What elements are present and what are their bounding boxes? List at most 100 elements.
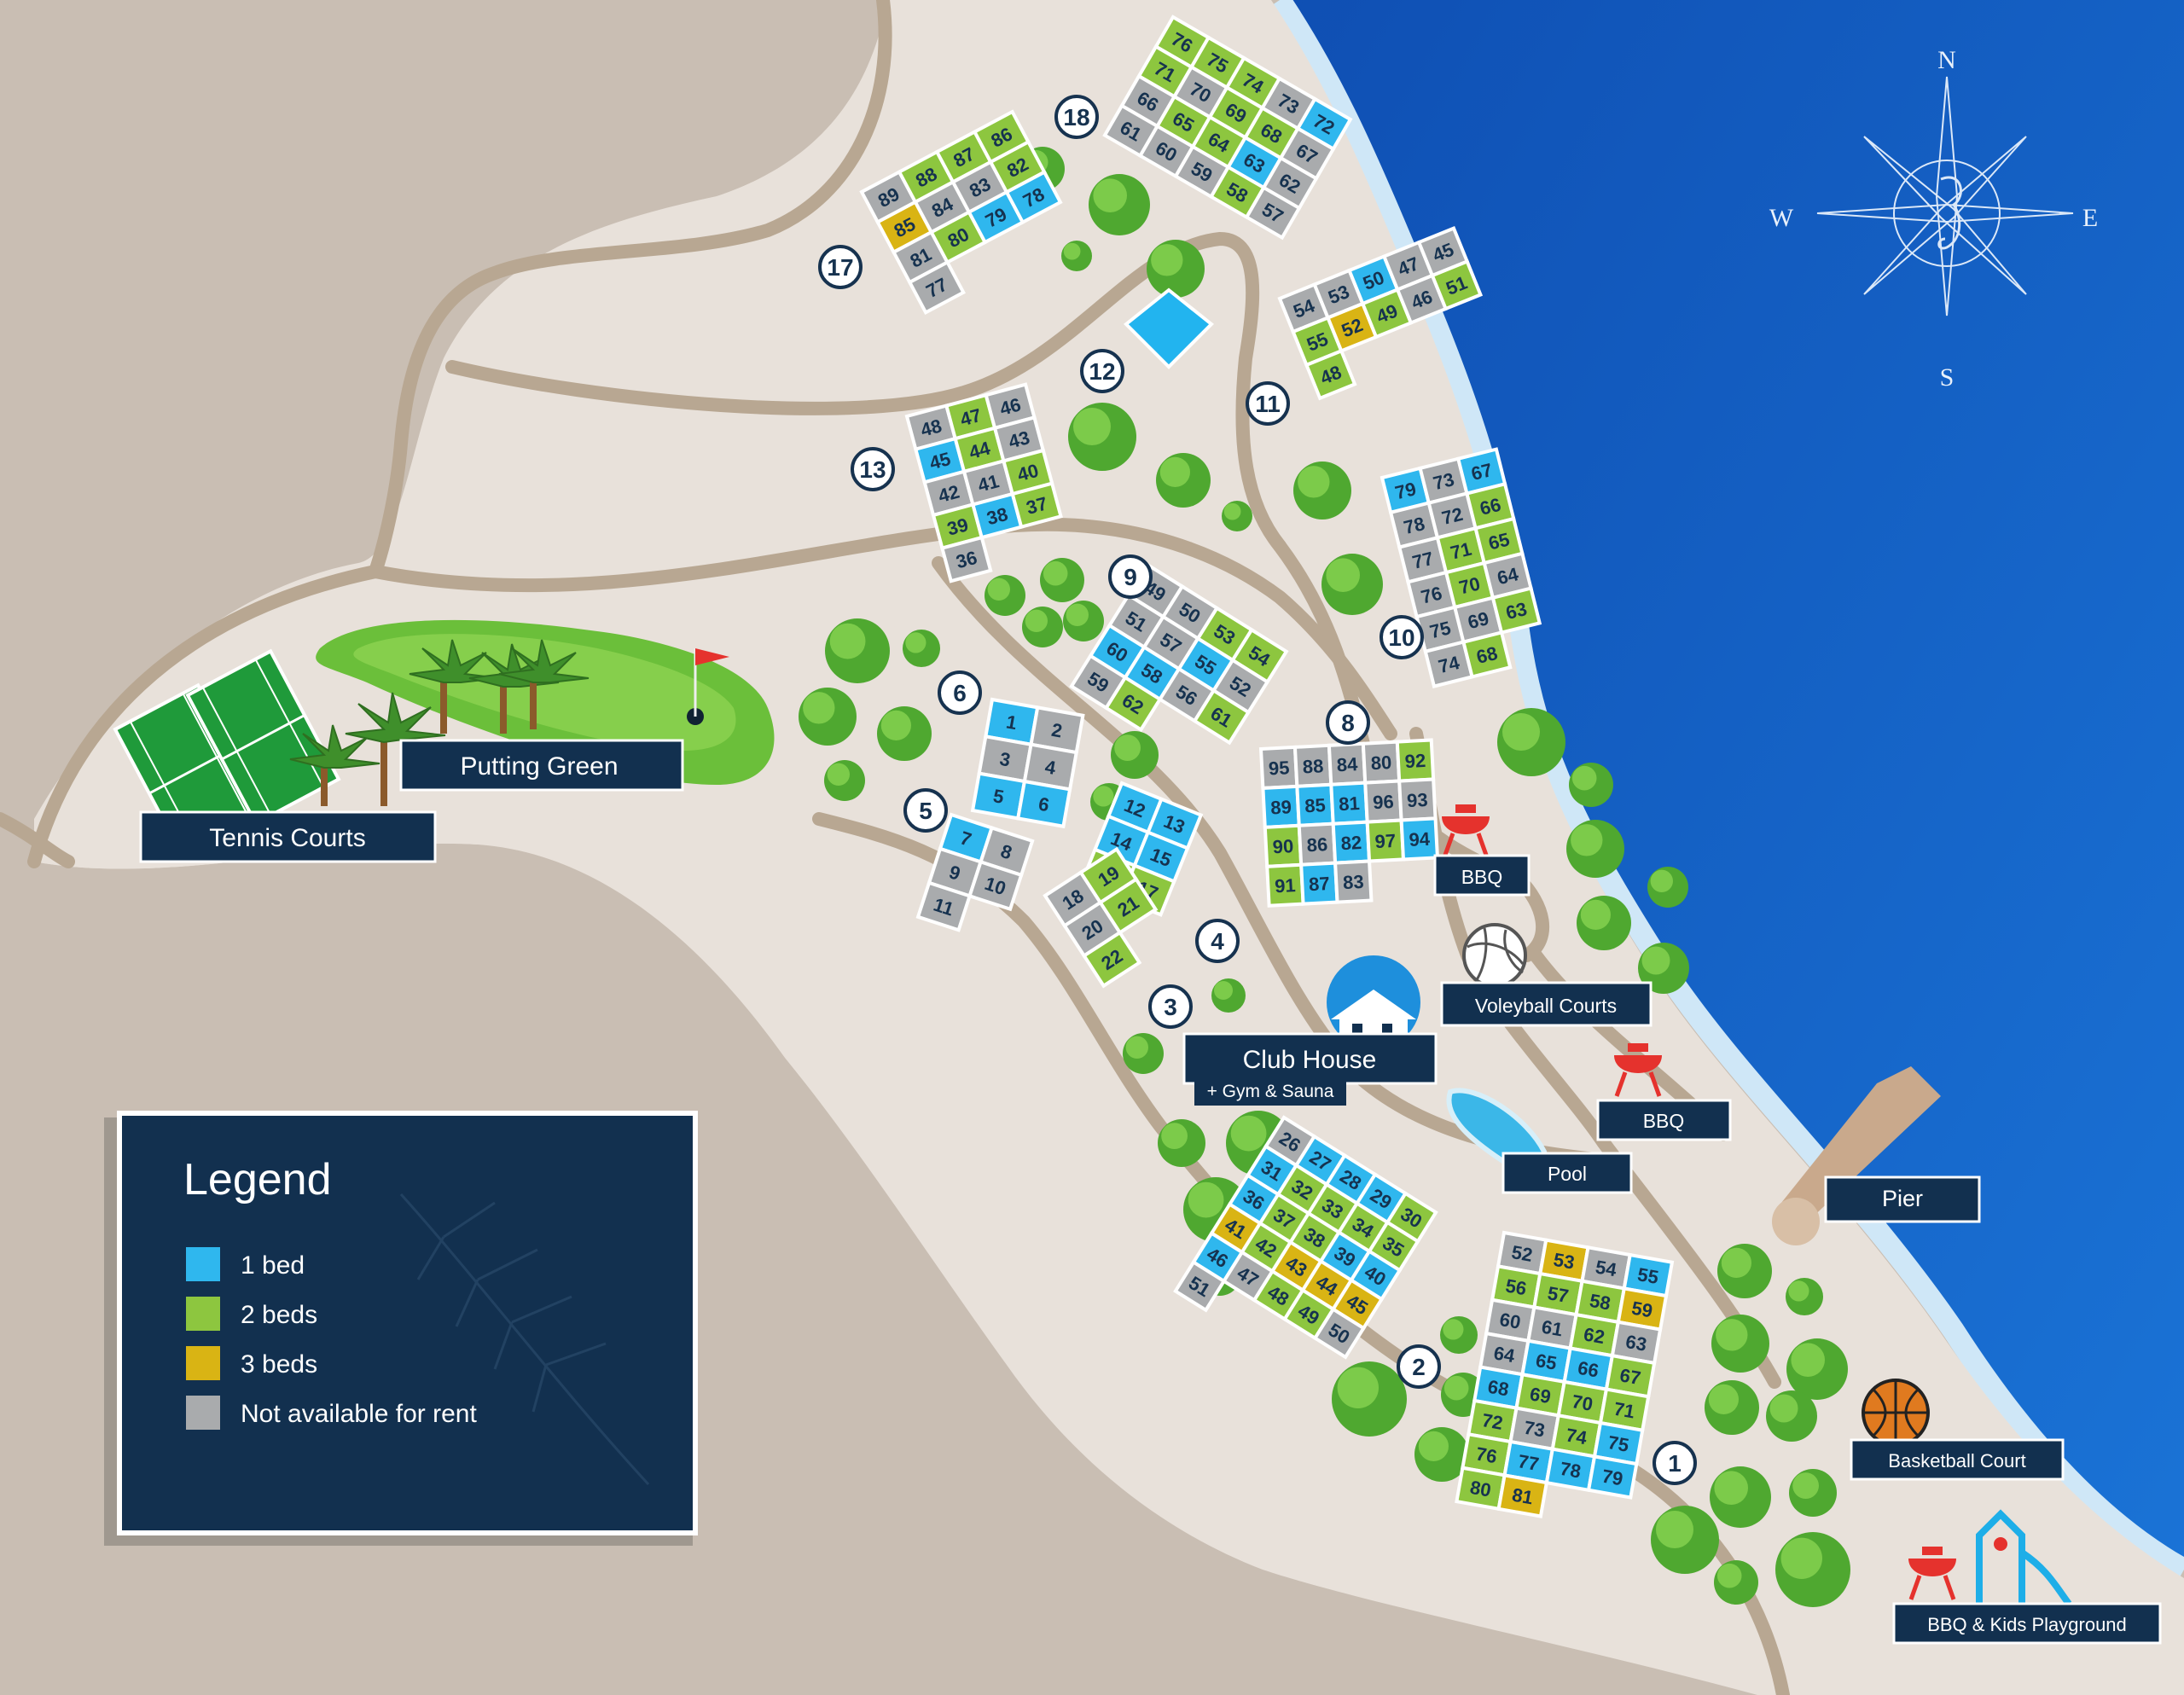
unit[interactable]: 96	[1363, 779, 1403, 824]
unit[interactable]: 10	[967, 859, 1024, 912]
zone-marker-11[interactable]: 11	[1246, 381, 1290, 426]
unit[interactable]: 80	[1455, 1466, 1507, 1512]
unit[interactable]: 66	[1119, 73, 1177, 129]
unit[interactable]: 6	[1015, 779, 1072, 829]
unit[interactable]: 80	[1361, 740, 1402, 785]
unit[interactable]: 93	[1397, 777, 1438, 822]
unit[interactable]: 5	[970, 771, 1027, 821]
unit[interactable]: 97	[1365, 818, 1406, 863]
unit[interactable]: 85	[1295, 782, 1335, 827]
zone-marker-5[interactable]: 5	[903, 788, 948, 833]
zone-marker-17[interactable]: 17	[818, 245, 863, 289]
unit[interactable]: 95	[1258, 745, 1299, 791]
unit[interactable]: 56	[1157, 666, 1217, 723]
unit[interactable]: 78	[1544, 1447, 1597, 1493]
unit[interactable]: 59	[1616, 1286, 1669, 1332]
unit[interactable]: 66	[1465, 481, 1516, 531]
unit[interactable]: 58	[1208, 165, 1267, 220]
label-basketball-court[interactable]: Basketball Court	[1850, 1438, 2065, 1481]
zone-marker-9[interactable]: 9	[1108, 554, 1153, 599]
zone-marker-13[interactable]: 13	[851, 447, 895, 491]
zone-marker-4[interactable]: 4	[1195, 919, 1240, 963]
unit[interactable]: 94	[1399, 816, 1440, 862]
unit[interactable]: 84	[1327, 741, 1368, 787]
unit[interactable]: 19	[1078, 846, 1139, 905]
unit[interactable]: 60	[1088, 623, 1147, 681]
label-club-house[interactable]: Club House + Gym & Sauna	[1182, 1032, 1438, 1106]
unit[interactable]: 39	[931, 502, 985, 550]
unit[interactable]: 73	[1259, 76, 1318, 131]
zone-marker-1[interactable]: 1	[1653, 1441, 1697, 1485]
unit[interactable]: 47	[1381, 240, 1435, 293]
unit[interactable]: 77	[907, 259, 966, 315]
unit[interactable]: 81	[1496, 1473, 1549, 1518]
unit[interactable]: 79	[1586, 1454, 1639, 1500]
label-voleyball-courts[interactable]: Voleyball Courts	[1440, 981, 1653, 1027]
zone-marker-2[interactable]: 2	[1397, 1344, 1441, 1389]
unit[interactable]: 57	[1244, 185, 1302, 241]
unit[interactable]: 68	[1461, 630, 1513, 679]
unit[interactable]: 78	[1004, 170, 1063, 225]
unit[interactable]: 73	[1418, 456, 1469, 506]
unit[interactable]: 63	[1610, 1320, 1663, 1366]
unit[interactable]: 62	[1261, 155, 1319, 211]
unit[interactable]: 91	[1265, 862, 1305, 908]
unit[interactable]: 89	[1261, 784, 1301, 829]
zone-marker-8[interactable]: 8	[1326, 700, 1370, 745]
unit[interactable]: 46	[984, 382, 1037, 431]
unit[interactable]: 86	[1297, 821, 1338, 867]
unit[interactable]: 75	[1592, 1420, 1645, 1466]
zone-marker-3[interactable]: 3	[1148, 984, 1193, 1029]
unit[interactable]: 59	[1173, 144, 1231, 200]
unit[interactable]: 51	[1430, 258, 1484, 311]
unit[interactable]: 60	[1484, 1297, 1536, 1344]
unit[interactable]: 50	[1312, 1306, 1367, 1360]
unit[interactable]: 53	[1537, 1238, 1590, 1284]
unit[interactable]: 48	[1304, 348, 1357, 401]
unit[interactable]: 52	[1496, 1230, 1548, 1276]
unit[interactable]: 92	[1395, 738, 1436, 783]
unit[interactable]: 54	[1230, 627, 1289, 685]
unit[interactable]: 9	[926, 846, 984, 898]
zone-marker-10[interactable]: 10	[1380, 615, 1424, 659]
unit[interactable]: 43	[992, 415, 1046, 463]
unit[interactable]: 49	[1360, 287, 1414, 340]
unit[interactable]: 88	[1292, 743, 1333, 788]
unit[interactable]: 63	[1490, 586, 1542, 635]
unit[interactable]: 38	[970, 491, 1024, 540]
unit[interactable]: 69	[1452, 595, 1504, 645]
unit[interactable]: 82	[988, 139, 1047, 194]
unit[interactable]: 36	[939, 535, 993, 583]
unit[interactable]: 80	[929, 209, 988, 265]
unit[interactable]: 65	[1473, 516, 1525, 566]
unit[interactable]: 62	[1103, 675, 1163, 733]
label-bbq-2[interactable]: BBQ	[1596, 1099, 1732, 1141]
label-pool[interactable]: Pool	[1502, 1152, 1633, 1194]
unit[interactable]: 22	[1081, 930, 1142, 989]
zone-marker-6[interactable]: 6	[938, 670, 982, 715]
unit[interactable]: 54	[1580, 1245, 1633, 1291]
unit[interactable]: 90	[1263, 823, 1304, 868]
unit[interactable]: 87	[1299, 861, 1339, 906]
unit[interactable]: 83	[1333, 859, 1374, 904]
label-bbq-1[interactable]: BBQ	[1433, 854, 1531, 897]
label-bbq-kids-playground[interactable]: BBQ & Kids Playground	[1892, 1602, 2162, 1645]
label-pier[interactable]: Pier	[1824, 1175, 1981, 1223]
unit[interactable]: 37	[1010, 481, 1063, 530]
unit[interactable]: 67	[1278, 125, 1336, 182]
zone-marker-18[interactable]: 18	[1054, 95, 1099, 139]
unit[interactable]: 81	[1329, 781, 1369, 826]
unit[interactable]: 75	[1188, 35, 1246, 90]
unit[interactable]: 75	[1414, 605, 1466, 654]
unit[interactable]: 61	[1102, 103, 1160, 159]
unit[interactable]: 11	[915, 880, 973, 932]
unit[interactable]: 86	[972, 109, 1031, 165]
unit[interactable]: 71	[1136, 44, 1194, 100]
label-putting-green[interactable]: Putting Green	[399, 739, 684, 792]
unit[interactable]: 46	[1395, 273, 1449, 326]
unit[interactable]: 53	[1312, 268, 1365, 321]
unit[interactable]: 82	[1331, 820, 1372, 865]
unit[interactable]: 21	[1098, 876, 1159, 935]
unit[interactable]: 67	[1455, 447, 1507, 496]
unit[interactable]: 47	[944, 392, 997, 441]
